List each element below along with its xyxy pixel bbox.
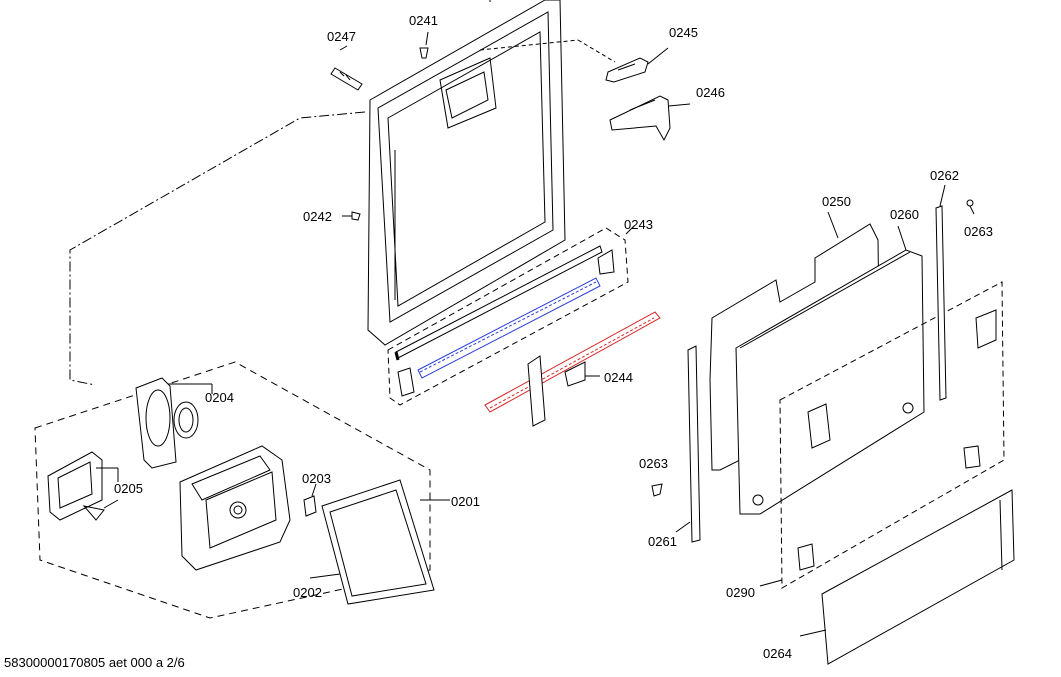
label-0241: 0241 [409, 13, 438, 28]
screw-0247 [330, 67, 363, 91]
part-0246 [609, 95, 671, 142]
bottom-frame-0243 [387, 225, 635, 406]
leader-lines-top [339, 0, 691, 217]
label-0246: 0246 [696, 85, 725, 100]
label-0261: 0261 [648, 534, 677, 549]
label-0244: 0244 [604, 370, 633, 385]
label-0263-top: 0263 [964, 224, 993, 239]
label-0264: 0264 [763, 646, 792, 661]
side-panel-0260 [735, 225, 925, 515]
label-0203: 0203 [302, 471, 331, 486]
label-0260: 0260 [890, 207, 919, 222]
label-0202: 0202 [293, 585, 322, 600]
label-0247: 0247 [327, 29, 356, 44]
part-0245 [605, 57, 649, 83]
screw-0242 [351, 211, 361, 221]
strip-0262 [935, 184, 947, 401]
screw-0263-b [651, 483, 663, 497]
screw-0241 [419, 47, 429, 59]
control-module-group [34, 361, 450, 619]
label-0263-left: 0263 [639, 456, 668, 471]
label-0243: 0243 [624, 217, 653, 232]
dashed-panel-0290 [759, 281, 1005, 589]
label-0245: 0245 [669, 25, 698, 40]
screw-0263-a [966, 199, 975, 215]
label-0205: 0205 [114, 481, 143, 496]
label-0262: 0262 [930, 168, 959, 183]
plinth-0264 [799, 489, 1015, 665]
label-0201: 0201 [451, 494, 480, 509]
label-0250: 0250 [822, 194, 851, 209]
rail-0244 [484, 311, 661, 427]
diagram-code: 58300000170805 aet 000 a 2/6 [4, 655, 185, 670]
dashdot-path [69, 111, 366, 386]
label-0204: 0204 [205, 390, 234, 405]
label-0290: 0290 [726, 585, 755, 600]
label-0242: 0242 [303, 209, 332, 224]
door-inner-panel [367, 0, 566, 346]
part-labels: 0247 0241 0245 0246 0242 0243 0244 0250 … [114, 13, 993, 661]
strip-0261 [675, 345, 701, 543]
